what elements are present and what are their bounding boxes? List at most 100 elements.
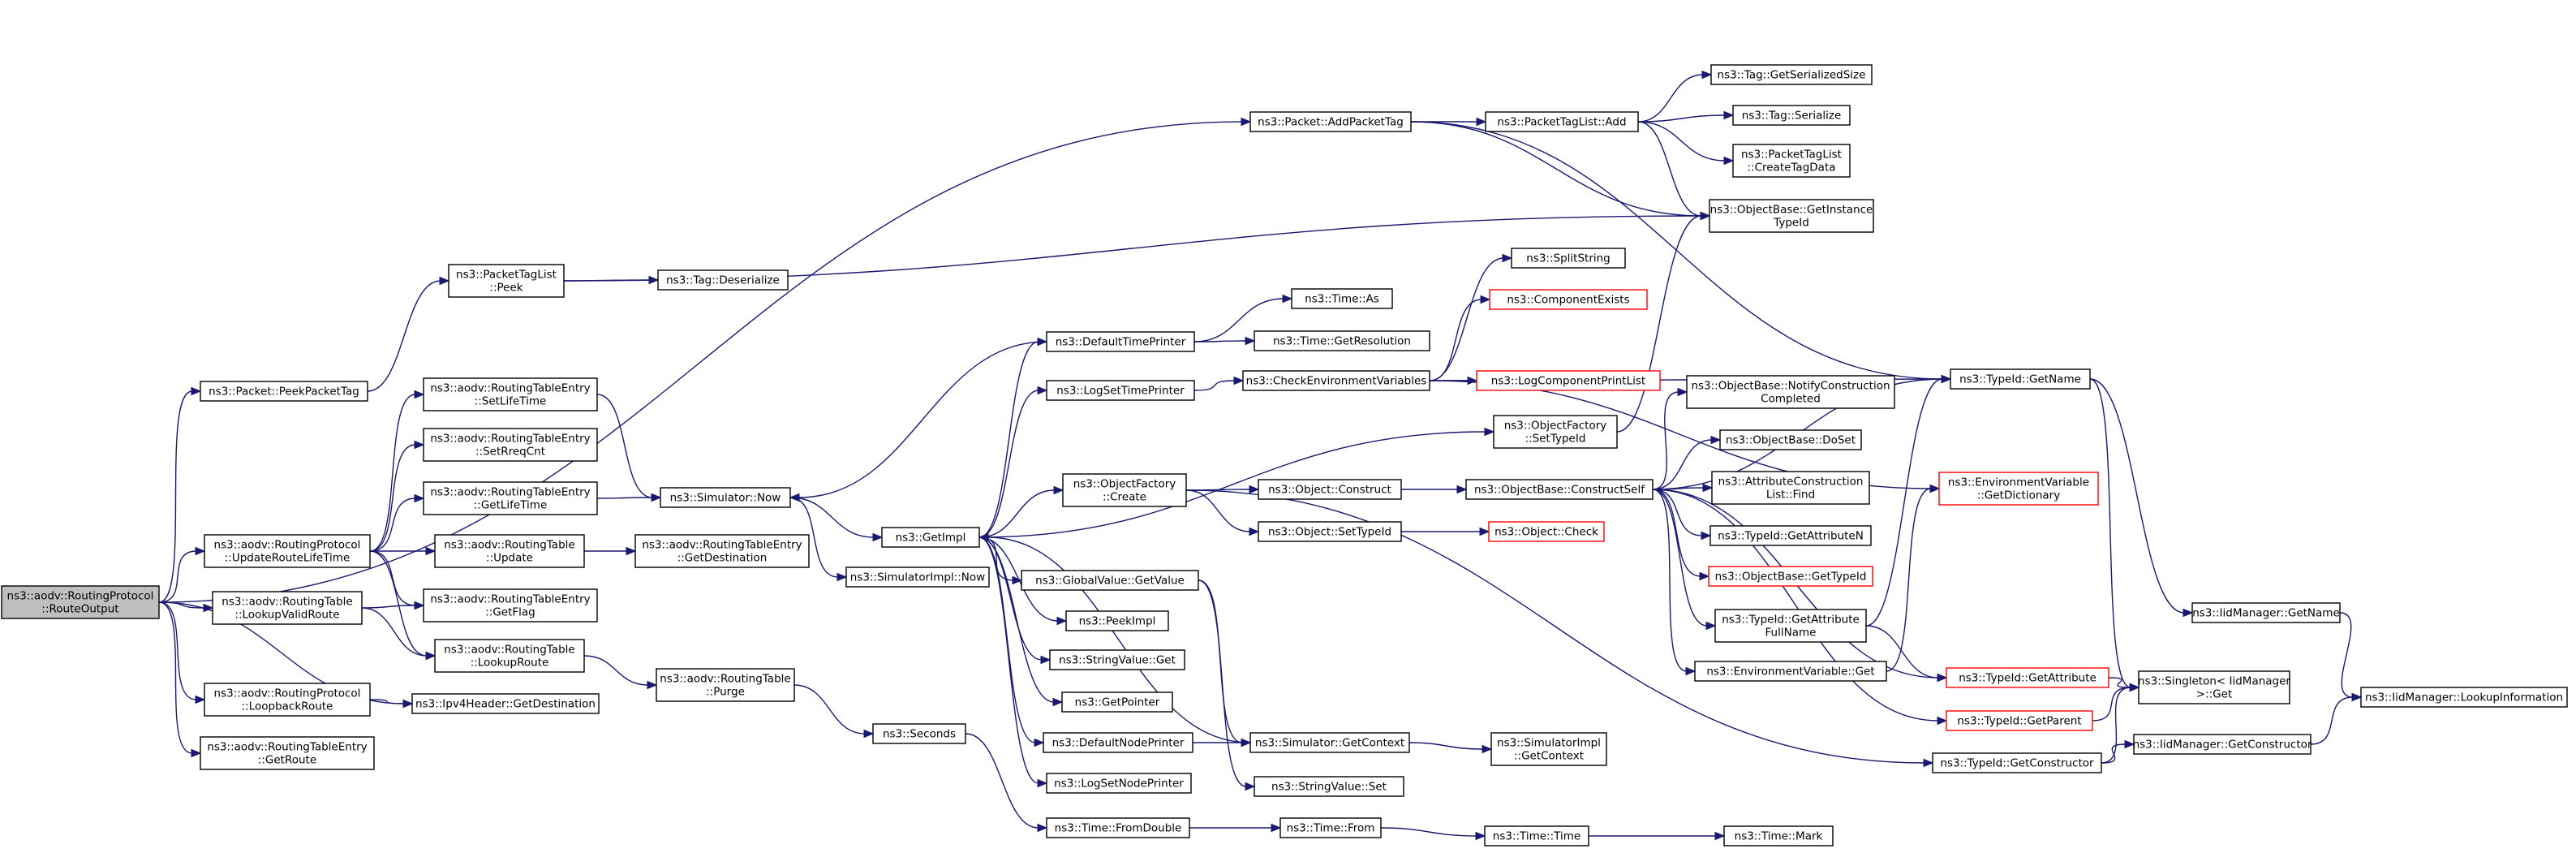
node-typeid-get-attribute-n[interactable]: ns3::TypeId::GetAttributeN (1709, 525, 1872, 546)
node-object-construct[interactable]: ns3::Object::Construct (1258, 479, 1402, 500)
node-label: ns3::ObjectBase::GetInstance (1710, 204, 1873, 217)
nodes-layer: ns3::aodv::RoutingProtocol::RouteOutputn… (1, 64, 2568, 847)
node-simulator-now[interactable]: ns3::Simulator::Now (660, 487, 791, 508)
node-simimpl-now[interactable]: ns3::SimulatorImpl::Now (845, 567, 990, 588)
node-object-factory-set-typeid[interactable]: ns3::ObjectFactory::SetTypeId (1493, 415, 1618, 449)
node-log-set-node-printer[interactable]: ns3::LogSetNodePrinter (1046, 773, 1192, 794)
edge-simulator_get_context-to-simimpl_get_context (1408, 742, 1493, 754)
node-tag-get-serialized-size[interactable]: ns3::Tag::GetSerializedSize (1710, 64, 1873, 85)
node-lookup-valid-route[interactable]: ns3::aodv::RoutingTable::LookupValidRout… (212, 591, 363, 625)
node-global-value-get-value[interactable]: ns3::GlobalValue::GetValue (1021, 570, 1199, 591)
node-simulator-get-context[interactable]: ns3::Simulator::GetContext (1249, 732, 1410, 753)
node-label: ns3::Simulator::GetContext (1255, 737, 1404, 750)
node-object-set-typeid[interactable]: ns3::Object::SetTypeId (1258, 521, 1402, 542)
node-ipv4-get-destination[interactable]: ns3::Ipv4Header::GetDestination (411, 693, 600, 714)
node-time-from[interactable]: ns3::Time::From (1279, 817, 1382, 838)
node-rte-get-flag[interactable]: ns3::aodv::RoutingTableEntry::GetFlag (423, 588, 598, 623)
node-iid-manager-lookup-information[interactable]: ns3::IidManager::LookupInformation (2360, 687, 2568, 708)
node-tag-serialize[interactable]: ns3::Tag::Serialize (1732, 105, 1851, 126)
node-label: List::Find (1766, 489, 1815, 502)
edge-lookup_valid_route-to-rt_lookup_route (361, 607, 437, 661)
node-iid-manager-get-constructor[interactable]: ns3::IidManager::GetConstructor (2133, 734, 2312, 755)
node-label: ns3::Simulator::Now (670, 492, 781, 505)
node-time-get-resolution[interactable]: ns3::Time::GetResolution (1254, 330, 1430, 351)
node-ptl-create-tag-data[interactable]: ns3::PacketTagList::CreateTagData (1732, 144, 1851, 178)
node-label: ns3::EnvironmentVariable (1948, 476, 2089, 489)
edge-route_output-to-rte_get_route (158, 601, 202, 758)
node-route-output[interactable]: ns3::aodv::RoutingProtocol::RouteOutput (1, 585, 160, 619)
node-time-time[interactable]: ns3::Time::Time (1484, 825, 1589, 847)
node-do-set[interactable]: ns3::ObjectBase::DoSet (1719, 429, 1862, 450)
node-typeid-get-constructor[interactable]: ns3::TypeId::GetConstructor (1932, 752, 2102, 773)
node-label: ns3::PacketTagList::Add (1497, 116, 1626, 129)
node-objectbase-get-typeid[interactable]: ns3::ObjectBase::GetTypeId (1708, 566, 1873, 587)
edge-get_impl-to-log_set_node_printer (978, 536, 1048, 788)
node-default-time-printer[interactable]: ns3::DefaultTimePrinter (1046, 331, 1195, 352)
node-rt-lookup-route[interactable]: ns3::aodv::RoutingTable::LookupRoute (434, 639, 585, 673)
node-typeid-get-name[interactable]: ns3::TypeId::GetName (1950, 368, 2091, 390)
node-ptl-peek[interactable]: ns3::PacketTagList::Peek (448, 264, 565, 298)
node-default-node-printer[interactable]: ns3::DefaultNodePrinter (1043, 732, 1193, 753)
node-get-pointer[interactable]: ns3::GetPointer (1061, 691, 1173, 713)
node-loopback-route[interactable]: ns3::aodv::RoutingProtocol::LoopbackRout… (204, 683, 371, 717)
node-label: ns3::ObjectBase::GetTypeId (1715, 571, 1867, 584)
node-simimpl-get-context[interactable]: ns3::SimulatorImpl::GetContext (1490, 732, 1607, 766)
edge-update_route_lifetime-to-rt_update (370, 546, 437, 556)
node-seconds[interactable]: ns3::Seconds (872, 723, 966, 744)
node-iid-manager-get-name[interactable]: ns3::IidManager::GetName (2191, 602, 2341, 623)
node-time-as[interactable]: ns3::Time::As (1291, 288, 1393, 309)
edge-get_impl-to-object_factory_set_typeid (978, 427, 1495, 538)
node-rt-purge[interactable]: ns3::aodv::RoutingTable::Purge (656, 668, 795, 702)
edge-get_impl-to-log_set_time_printer (978, 386, 1048, 538)
node-label: ns3::GetPointer (1075, 696, 1160, 709)
node-tag-deserialize[interactable]: ns3::Tag::Deserialize (657, 269, 789, 291)
node-rte-get-lifetime[interactable]: ns3::aodv::RoutingTableEntry::GetLifeTim… (423, 481, 598, 515)
node-label: ns3::aodv::RoutingTable (660, 673, 790, 686)
node-typeid-get-parent[interactable]: ns3::TypeId::GetParent (1946, 710, 2093, 731)
node-string-value-set[interactable]: ns3::StringValue::Set (1254, 776, 1404, 797)
node-env-var-get-dictionary[interactable]: ns3::EnvironmentVariable::GetDictionary (1938, 472, 2099, 506)
node-rte-set-rreq-cnt[interactable]: ns3::aodv::RoutingTableEntry::SetRreqCnt (423, 428, 598, 462)
node-check-env-vars[interactable]: ns3::CheckEnvironmentVariables (1242, 370, 1430, 391)
edge-construct_self-to-typeid_get_attribute_full_name (1652, 489, 1717, 631)
node-update-route-lifetime[interactable]: ns3::aodv::RoutingProtocol::UpdateRouteL… (204, 534, 371, 568)
node-split-string[interactable]: ns3::SplitString (1511, 248, 1626, 269)
node-typeid-get-attribute[interactable]: ns3::TypeId::GetAttribute (1946, 667, 2109, 688)
edge-get_impl-to-string_value_get (978, 536, 1051, 665)
node-component-exists[interactable]: ns3::ComponentExists (1489, 289, 1648, 310)
edge-simulator_now-to-simimpl_now (789, 497, 848, 582)
node-env-var-get[interactable]: ns3::EnvironmentVariable::Get (1694, 661, 1887, 682)
node-string-value-get[interactable]: ns3::StringValue::Get (1049, 649, 1185, 670)
node-rt-update[interactable]: ns3::aodv::RoutingTable::Update (434, 534, 585, 568)
node-packet-tag-list-add[interactable]: ns3::PacketTagList::Add (1485, 111, 1639, 132)
node-object-check[interactable]: ns3::Object::Check (1488, 521, 1605, 542)
edge-construct_self-to-env_var_get (1652, 489, 1697, 676)
edge-add_packet_tag-to-get_instance_typeid (1410, 121, 1711, 221)
edge-typeid_get_attribute_full_name-to-typeid_get_attribute (1865, 625, 1948, 683)
node-label: ns3::aodv::RoutingTable (444, 644, 574, 657)
node-peek-packet-tag[interactable]: ns3::Packet::PeekPacketTag (200, 381, 368, 402)
edge-get_impl-to-object_factory_create (978, 485, 1064, 538)
node-label: >::Get (2196, 688, 2232, 701)
edge-rte_set_lifetime-to-simulator_now (596, 394, 662, 502)
node-rte-set-lifetime[interactable]: ns3::aodv::RoutingTableEntry::SetLifeTim… (423, 377, 598, 411)
node-get-impl[interactable]: ns3::GetImpl (881, 527, 980, 548)
node-log-component-print-list[interactable]: ns3::LogComponentPrintList (1476, 370, 1661, 391)
node-notify-construction-completed[interactable]: ns3::ObjectBase::NotifyConstructionCompl… (1686, 375, 1895, 409)
node-log-set-time-printer[interactable]: ns3::LogSetTimePrinter (1046, 380, 1195, 401)
node-peek-impl[interactable]: ns3::PeekImpl (1065, 610, 1169, 631)
node-label: ns3::ObjectBase::DoSet (1726, 434, 1856, 447)
node-time-mark[interactable]: ns3::Time::Mark (1723, 825, 1834, 847)
node-object-factory-create[interactable]: ns3::ObjectFactory::Create (1062, 473, 1187, 507)
edge-add_packet_tag-to-typeid_get_name (1410, 121, 1952, 384)
node-add-packet-tag[interactable]: ns3::Packet::AddPacketTag (1249, 111, 1412, 132)
node-construct-self[interactable]: ns3::ObjectBase::ConstructSelf (1465, 479, 1654, 500)
node-rte-get-route[interactable]: ns3::aodv::RoutingTableEntry::GetRoute (200, 736, 375, 770)
node-time-from-double[interactable]: ns3::Time::FromDouble (1046, 817, 1190, 838)
node-label: ns3::CheckEnvironmentVariables (1246, 375, 1427, 388)
node-rte-get-destination[interactable]: ns3::aodv::RoutingTableEntry::GetDestina… (634, 534, 810, 568)
node-singleton-get[interactable]: ns3::Singleton< IidManager>::Get (2138, 670, 2290, 704)
